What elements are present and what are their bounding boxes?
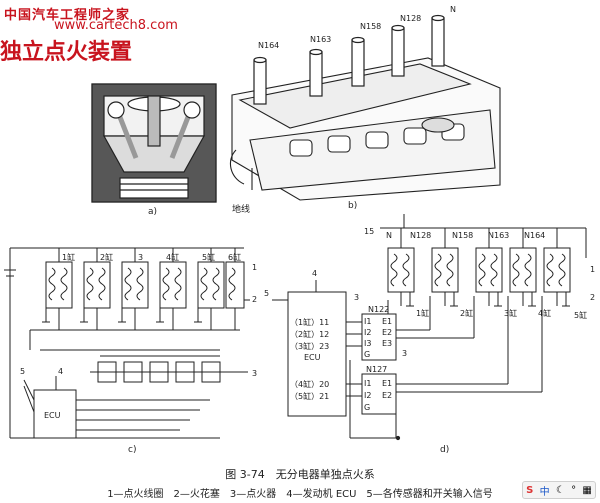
- panel-d-coil-label: N164: [524, 231, 545, 240]
- panel-d-ref: 3: [354, 293, 359, 302]
- panel-d-ecu-pin: （4缸）20: [290, 379, 329, 389]
- panel-d-cyl-label: 2缸: [460, 308, 473, 318]
- panel-d-module-out: E1: [382, 317, 392, 326]
- panel-c-ecu-label: ECU: [44, 411, 61, 420]
- panel-c-cyl-label: 5缸: [202, 252, 215, 262]
- panel-d-module-pin: I1: [364, 317, 371, 326]
- watermark-site-name: 中国汽车工程师之家: [4, 8, 131, 23]
- panel-a-cylinder-section: [91, 83, 217, 203]
- panel-c-cyl-label: 3: [138, 253, 143, 262]
- punctuation-icon[interactable]: °: [571, 484, 577, 496]
- panel-d-coil-label: N128: [410, 231, 431, 240]
- panel-d-coil-label: N: [386, 231, 392, 240]
- panel-b-coil-label: N164: [258, 41, 279, 50]
- panel-b-coil-label: N158: [360, 22, 381, 31]
- figure-caption: 图 3-74 无分电器单独点火系: [225, 468, 375, 481]
- panel-d-cyl-label: 1缸: [416, 308, 429, 318]
- panel-d-ecu-pin: （1缸）11: [290, 317, 329, 327]
- watermark-url: www.cartech8.com: [54, 18, 178, 33]
- ime-s-icon[interactable]: S: [526, 484, 534, 496]
- panel-d-module-pin: G: [364, 350, 370, 359]
- panel-c-schematic: [4, 247, 250, 439]
- panel-d-ref: 2: [590, 293, 595, 302]
- panel-d-module-top: N122: [368, 305, 389, 314]
- panel-d-cyl-label: 3缸: [504, 308, 517, 318]
- panel-d-ref: 5: [264, 289, 269, 298]
- panel-d-module-out: E3: [382, 339, 392, 348]
- panel-c-ref: 4: [58, 367, 63, 376]
- panel-b-coil-label: N: [450, 5, 456, 14]
- panel-d-ecu-pin: （2缸）12: [290, 329, 329, 339]
- moon-icon[interactable]: ☾: [555, 484, 565, 496]
- panel-c-cyl-label: 4缸: [166, 252, 179, 262]
- figure-legend: 1—点火线圈 2—火花塞 3—点火器 4—发动机 ECU 5—各传感器和开关输入…: [107, 489, 493, 500]
- watermark-heading: 独立点火装置: [0, 40, 133, 65]
- panel-c-cyl-label: 1缸: [62, 252, 75, 262]
- panel-d-ecu-label: ECU: [304, 353, 321, 362]
- panel-d-module-out: E2: [382, 328, 392, 337]
- panel-a-label: a): [148, 207, 157, 217]
- panel-d-module-bottom: N127: [366, 365, 387, 374]
- ime-toolbar[interactable]: S 中 ☾ ° ▦: [522, 481, 596, 499]
- panel-c-cyl-label: 6缸: [228, 252, 241, 262]
- panel-d-label: d): [440, 445, 449, 455]
- panel-c-ref: 1: [252, 263, 257, 272]
- panel-d-module-pin: I3: [364, 339, 371, 348]
- panel-d-module-pin: I1: [364, 379, 371, 388]
- panel-d-ecu-pin: （5缸）21: [290, 391, 329, 401]
- panel-d-module-pin: I2: [364, 391, 371, 400]
- panel-d-module-pin: I2: [364, 328, 371, 337]
- panel-c-ref: 2: [252, 295, 257, 304]
- panel-b-ground-label: 地线: [232, 203, 250, 215]
- panel-d-ref: 3: [402, 349, 407, 358]
- panel-d-module-out: E1: [382, 379, 392, 388]
- grid-icon[interactable]: ▦: [582, 484, 592, 496]
- panel-d-ref: 1: [590, 265, 595, 274]
- panel-b-engine-view: [229, 14, 501, 201]
- panel-b-label: b): [348, 201, 357, 211]
- panel-b-coil-label: N163: [310, 35, 331, 44]
- panel-d-terminal-15: 15: [364, 227, 374, 236]
- panel-d-schematic: [272, 214, 587, 441]
- panel-d-coil-label: N158: [452, 231, 473, 240]
- panel-d-cyl-label: 4缸: [538, 308, 551, 318]
- panel-c-ref: 3: [252, 369, 257, 378]
- panel-d-module-out: E2: [382, 391, 392, 400]
- panel-d-cyl-label: 5缸: [574, 310, 587, 320]
- panel-c-label: c): [128, 445, 136, 455]
- panel-c-ref: 5: [20, 367, 25, 376]
- panel-d-ref: 4: [312, 269, 317, 278]
- panel-d-ecu-pin: （3缸）23: [290, 341, 329, 351]
- panel-d-coil-label: N163: [488, 231, 509, 240]
- panel-b-coil-label: N128: [400, 14, 421, 23]
- panel-c-cyl-label: 2缸: [100, 252, 113, 262]
- panel-d-module-pin: G: [364, 403, 370, 412]
- ime-mode-zh[interactable]: 中: [539, 486, 550, 498]
